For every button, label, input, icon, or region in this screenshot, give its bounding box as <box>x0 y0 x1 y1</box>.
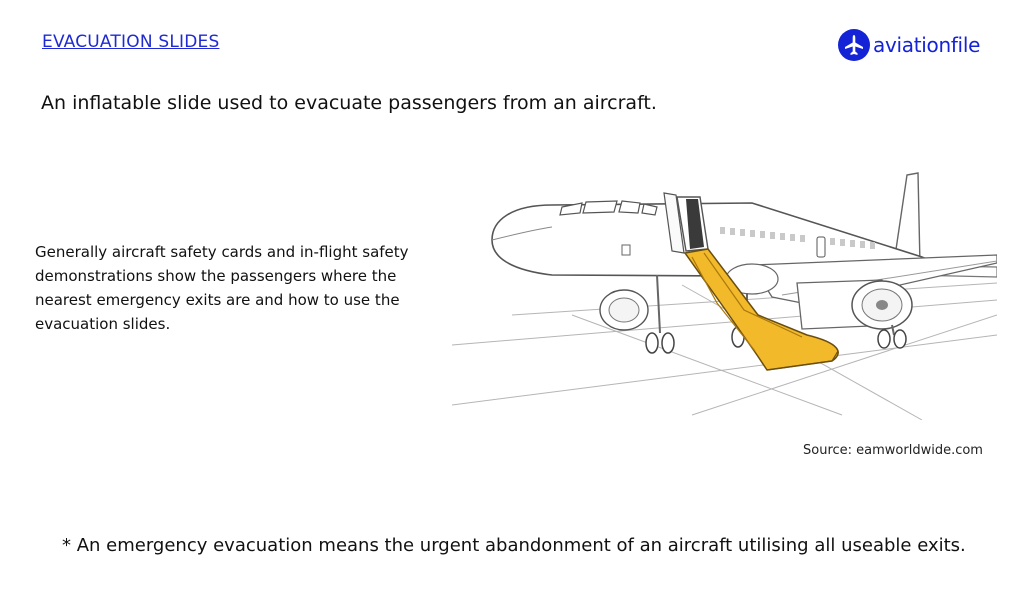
evacuation-slides-link[interactable]: EVACUATION SLIDES <box>42 32 220 52</box>
aviationfile-logo: aviationfile <box>838 29 980 61</box>
aircraft-slide-illustration <box>452 172 997 420</box>
logo-wordmark: aviationfile <box>873 33 981 57</box>
description-text: Generally aircraft safety cards and in-f… <box>35 243 409 333</box>
evacuation-slide <box>684 248 839 371</box>
airplane-icon <box>838 29 870 61</box>
page-subtitle: An inflatable slide used to evacuate pas… <box>41 92 657 114</box>
image-source-credit: Source: eamworldwide.com <box>803 443 983 458</box>
footnote-definition: * An emergency evacuation means the urge… <box>62 535 966 556</box>
